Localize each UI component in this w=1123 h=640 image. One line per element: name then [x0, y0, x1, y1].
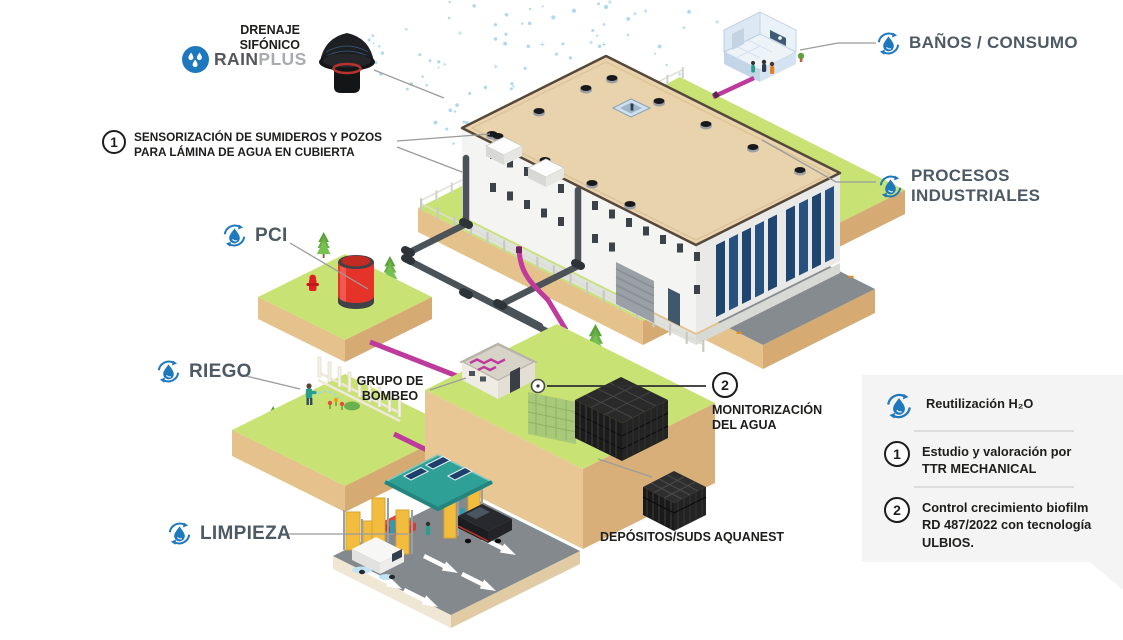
- garden-fence: [317, 356, 402, 423]
- fire-hydrant: [306, 274, 319, 291]
- reuse-pipe-building: [516, 245, 569, 332]
- step-1-badge: 1: [102, 130, 126, 154]
- monitorizacion-label: MONITORIZACIÓN DEL AGUA: [712, 403, 823, 432]
- rainplus-word-rain: RAIN: [214, 49, 259, 69]
- carwash: [333, 454, 580, 628]
- bathroom-cube: [722, 11, 805, 82]
- legend-divider: [914, 486, 1074, 489]
- siphonic-drain-product: [319, 33, 375, 93]
- legend-divider: [914, 430, 1074, 432]
- black-van: [457, 504, 512, 544]
- step-2-badge: 2: [712, 372, 738, 398]
- legend-row-estudio: 1 Estudio y valoración por TTR MECHANICA…: [884, 441, 1123, 477]
- pci-label: PCI: [221, 222, 288, 249]
- water-reuse-icon: [877, 173, 904, 200]
- water-reuse-icon: [166, 520, 193, 547]
- legend-row-control: 2 Control crecimiento biofilm RD 487/202…: [884, 497, 1123, 550]
- depositos-aquanest-label: DEPÓSITOS/SUDS AQUANEST: [600, 530, 785, 544]
- wash-roof: [383, 454, 494, 512]
- roof-skylight: [611, 98, 652, 118]
- flowers: [327, 397, 345, 410]
- aquanest-cube: [642, 471, 707, 531]
- legend-badge-2: 2: [884, 497, 910, 524]
- legend-box: Reutilización H₂O 1 Estudio y valoración…: [862, 375, 1123, 590]
- limpieza-label: LIMPIEZA: [166, 520, 291, 547]
- water-reuse-icon: [155, 358, 182, 385]
- monitoring-point-marker: [530, 378, 546, 394]
- reuse-pipe-pci: [369, 339, 463, 381]
- solar-panels: [402, 455, 474, 481]
- riego-platform: [232, 356, 458, 512]
- white-van: [352, 537, 404, 580]
- drenaje-sifonico-label: DRENAJE SIFÓNICO: [239, 23, 300, 52]
- rainplus-word-plus: PLUS: [258, 49, 307, 69]
- sensorizacion-callout: 1 SENSORIZACIÓN DE SUMIDEROS Y POZOS PAR…: [102, 130, 382, 159]
- pump-house: [459, 342, 538, 399]
- pipe-to-bathroom: [712, 75, 755, 100]
- drainage-pipes: [401, 154, 585, 336]
- rainplus-logo: RAINPLUS: [182, 46, 307, 73]
- blue-window-panels: [716, 186, 834, 317]
- roof-drains: [486, 75, 806, 210]
- hvac-units: [485, 136, 565, 187]
- procesos-industriales-label: PROCESOS INDUSTRIALES: [877, 166, 1040, 206]
- legend-row-reutilizacion: Reutilización H₂O: [884, 391, 1123, 421]
- aquanest-buried-crates: [574, 377, 669, 461]
- pci-platform: [258, 254, 432, 362]
- pump-platform: [425, 324, 715, 549]
- lane-arrows: [366, 535, 516, 607]
- fire-water-tank: [338, 255, 374, 309]
- legend-badge-1: 1: [884, 441, 910, 467]
- grupo-bombeo-label: GRUPO DE BOMBEO: [356, 374, 424, 403]
- water-reuse-icon: [875, 30, 902, 57]
- riego-label: RIEGO: [155, 358, 252, 385]
- person-watering: [305, 383, 341, 405]
- banos-consumo-label: BAÑOS / CONSUMO: [875, 30, 1078, 57]
- callout-lines: [245, 42, 876, 535]
- wash-person: [425, 521, 431, 535]
- water-reuse-icon: [884, 391, 914, 421]
- water-reuse-icon: [221, 222, 248, 249]
- rainplus-drops-icon: [182, 46, 209, 73]
- industrial-building: [460, 54, 842, 333]
